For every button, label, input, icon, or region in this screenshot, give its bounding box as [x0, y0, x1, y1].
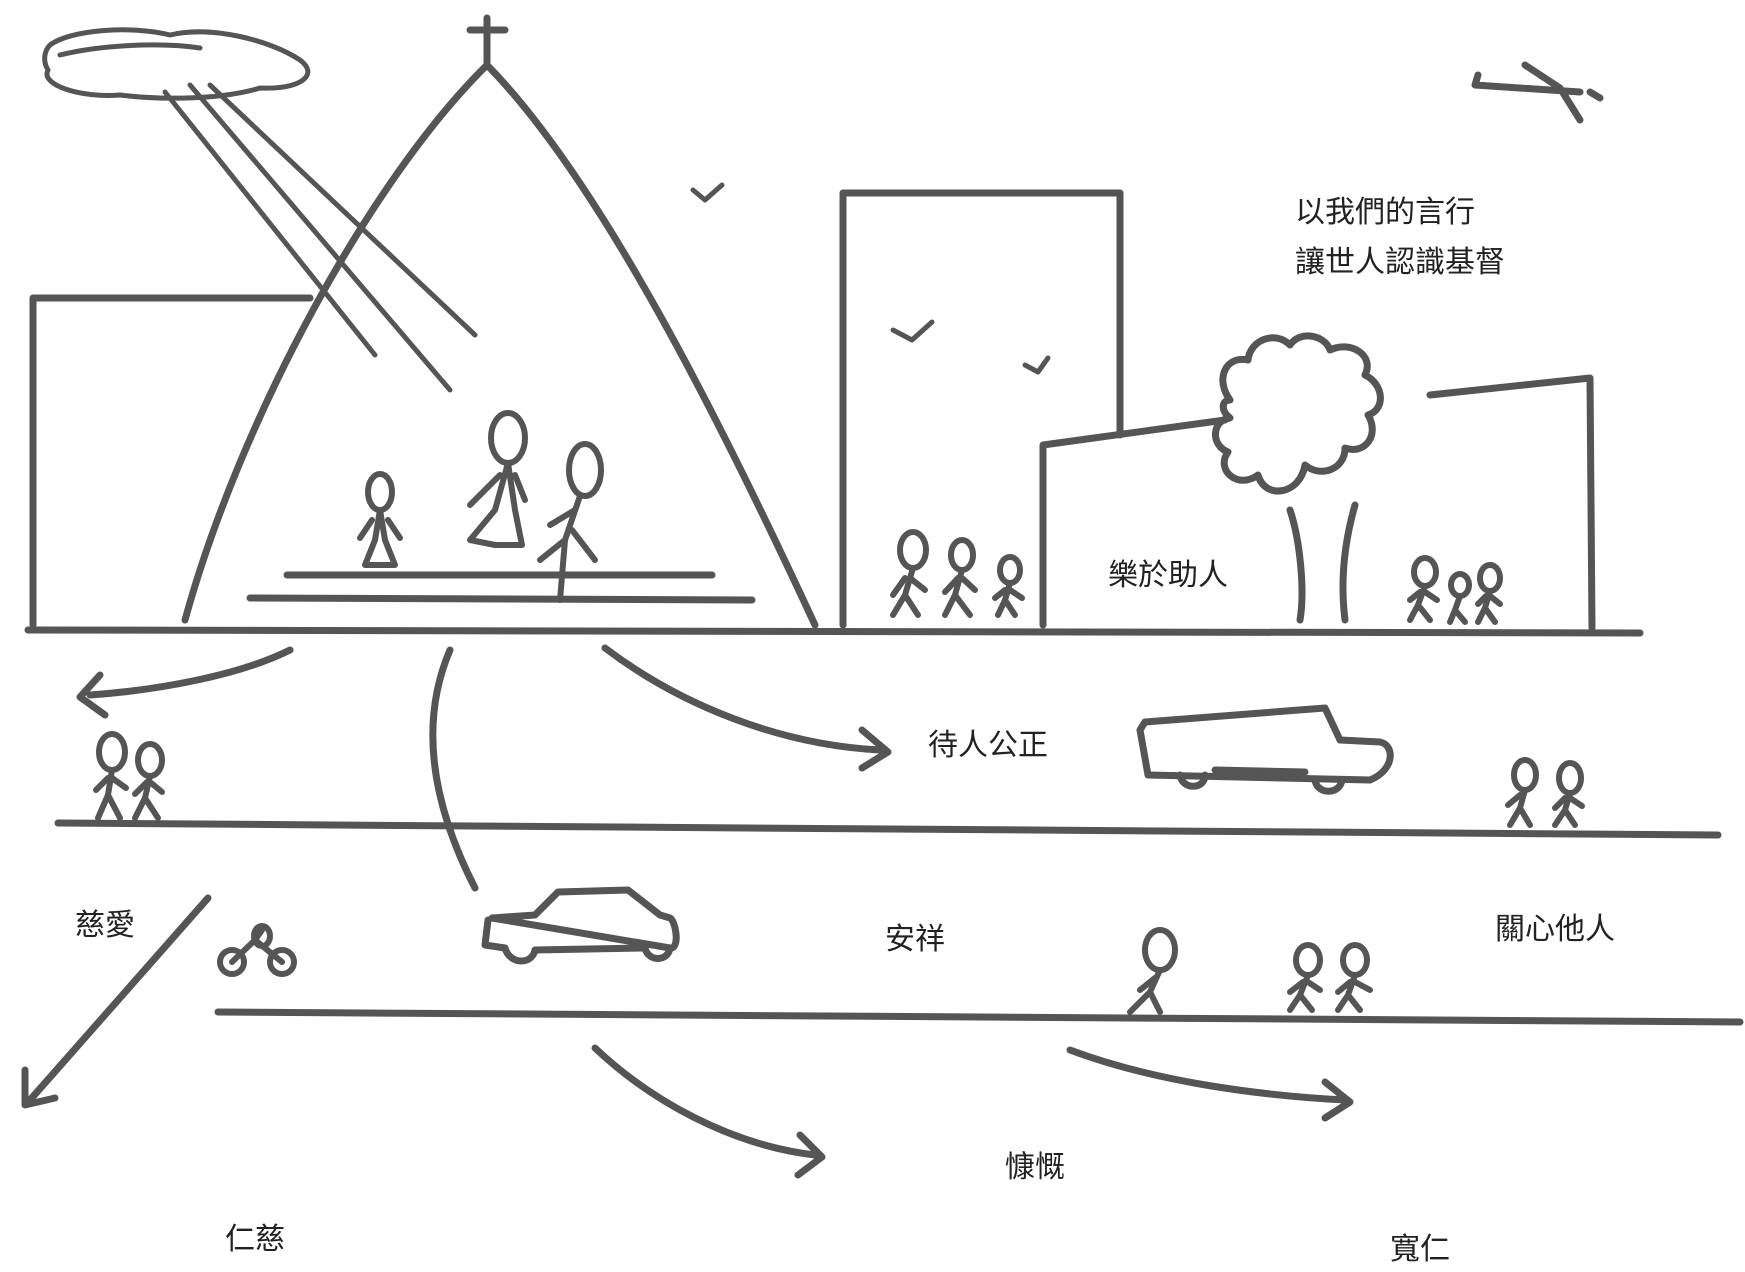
- label-helping-others: 樂於助人: [1108, 558, 1228, 593]
- light-rays: [162, 82, 478, 393]
- low-building: [1039, 374, 1596, 632]
- cloud-icon: [42, 27, 311, 101]
- label-tolerance: 寬仁: [1390, 1232, 1450, 1267]
- car-icon: [481, 886, 680, 965]
- airplane-icon: [1471, 61, 1604, 124]
- church-people: [357, 410, 604, 603]
- people-middle-right: [1505, 757, 1585, 828]
- bird-icons: [690, 182, 1051, 375]
- church: [181, 14, 819, 629]
- left-building: [29, 294, 314, 629]
- bicycle-icon: [217, 923, 297, 977]
- arrows: [21, 644, 1354, 1179]
- people-by-building: [890, 529, 1025, 618]
- motto-line-1: 以我們的言行: [1295, 195, 1475, 230]
- label-fairness: 待人公正: [928, 728, 1048, 763]
- people-lower: [1127, 927, 1373, 1015]
- label-peace: 安祥: [885, 922, 945, 957]
- tree-icon: [1212, 332, 1384, 624]
- ground-lines: [24, 626, 1744, 1026]
- label-caring: 關心他人: [1495, 912, 1615, 947]
- label-kindness: 仁慈: [225, 1222, 285, 1257]
- people-middle-left: [93, 731, 165, 821]
- label-generosity: 慷慨: [1005, 1150, 1065, 1185]
- label-love: 慈愛: [75, 908, 135, 943]
- van-icon: [1136, 704, 1394, 795]
- people-by-tree: [1407, 555, 1503, 625]
- tall-building: [839, 189, 1124, 629]
- motto-line-2: 讓世人認識基督: [1295, 245, 1505, 280]
